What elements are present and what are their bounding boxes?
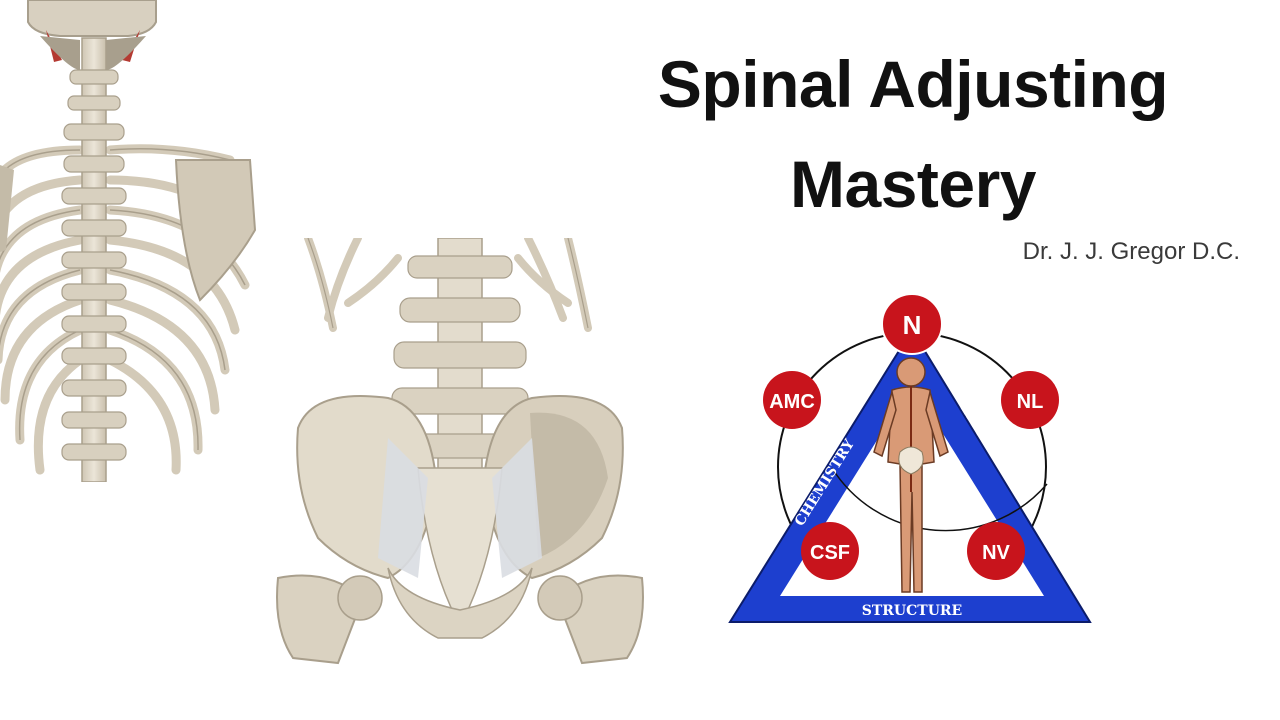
node-upper-right-label: NL bbox=[1017, 391, 1044, 413]
node-upper-right: NL bbox=[1001, 371, 1059, 429]
node-upper-left: AMC bbox=[763, 371, 821, 429]
node-upper-left-label: AMC bbox=[769, 391, 815, 413]
node-lower-left: CSF bbox=[801, 522, 859, 580]
title-line-1: Spinal Adjusting bbox=[657, 47, 1169, 121]
node-lower-right-label: NV bbox=[982, 542, 1010, 564]
side-label-bottom: STRUCTURE bbox=[862, 603, 962, 619]
thoracic-spine-illustration bbox=[0, 0, 257, 482]
node-top-label: N bbox=[903, 310, 922, 340]
triad-of-health-diagram: CHEMISTRY EMOTIONAL STRUCTURE N AMC NL C… bbox=[728, 293, 1092, 623]
node-lower-right: NV bbox=[967, 522, 1025, 580]
title-line-2: Mastery bbox=[790, 147, 1036, 221]
pelvis-illustration bbox=[276, 238, 644, 665]
slide-title: Spinal Adjusting Mastery bbox=[600, 34, 1226, 234]
author-name: Dr. J. J. Gregor D.C. bbox=[1022, 238, 1240, 265]
node-lower-left-label: CSF bbox=[810, 542, 850, 564]
node-top: N bbox=[881, 293, 943, 355]
